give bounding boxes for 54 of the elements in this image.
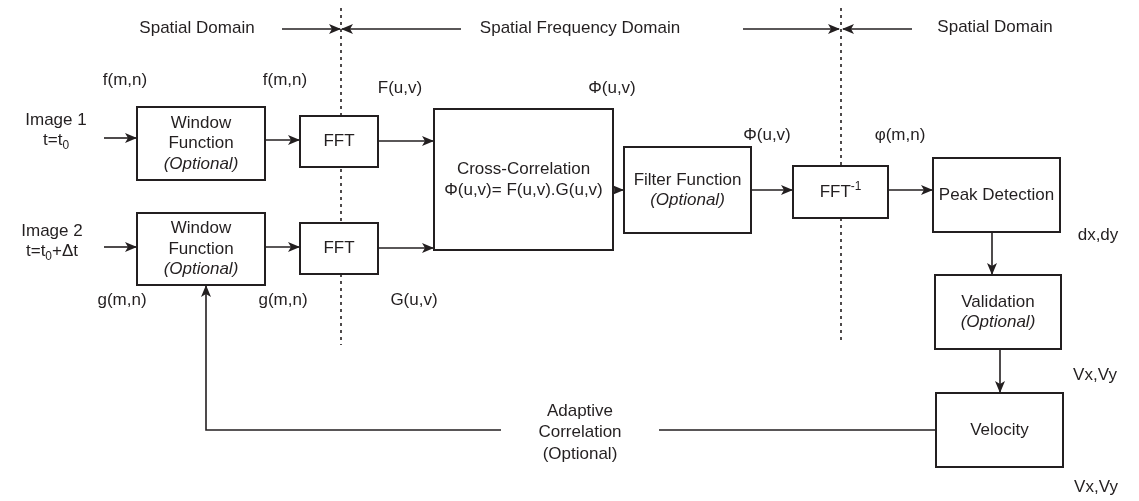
signal-label: G(u,v) bbox=[390, 290, 438, 310]
signal-label: dx,dy bbox=[1077, 225, 1119, 245]
process-box bbox=[299, 222, 379, 275]
signal-label: g(m,n) bbox=[258, 290, 308, 310]
node-text: Peak Detection bbox=[938, 184, 1055, 206]
signal-label: Vx,Vy bbox=[1073, 365, 1117, 385]
node-text: (Optional) bbox=[650, 190, 725, 211]
process-box bbox=[935, 392, 1064, 468]
domain-label: Spatial Domain bbox=[937, 17, 1053, 37]
node-text: FFT bbox=[323, 131, 355, 152]
arrow bbox=[987, 232, 997, 275]
process-box bbox=[623, 146, 752, 234]
arrow bbox=[103, 242, 137, 252]
signal-label: g(m,n) bbox=[97, 290, 147, 310]
node-text: Validation bbox=[961, 291, 1035, 312]
node-text: Window Function bbox=[167, 218, 235, 260]
domain-label: Spatial Frequency Domain bbox=[479, 18, 681, 38]
node-text: Velocity bbox=[970, 419, 1029, 441]
signal-label: φ(m,n) bbox=[874, 125, 926, 145]
arrow bbox=[265, 242, 300, 252]
process-box bbox=[934, 274, 1062, 350]
node-text: Image 2 bbox=[21, 220, 83, 241]
node-text: t=t$_{0}$+Δt bbox=[26, 241, 78, 262]
signal-label: F(u,v) bbox=[377, 78, 423, 98]
node-text: FFT bbox=[323, 238, 355, 259]
arrow bbox=[103, 133, 137, 143]
node-text: (Optional) bbox=[960, 312, 1036, 333]
process-box bbox=[932, 157, 1061, 233]
node-text: FFT$^{-1}$ bbox=[819, 181, 862, 203]
process-box bbox=[136, 212, 266, 286]
domain-label: Spatial Domain bbox=[139, 18, 255, 38]
signal-label: f(m,n) bbox=[102, 70, 148, 90]
signal-label: Vx,Vy bbox=[1074, 477, 1118, 497]
node-text: (Optional) bbox=[163, 259, 239, 280]
process-box bbox=[136, 106, 266, 181]
node-text: (Optional) bbox=[163, 153, 239, 175]
node-text: Cross-Correlation bbox=[456, 159, 591, 180]
arrow bbox=[888, 185, 933, 195]
arrow bbox=[265, 135, 300, 145]
signal-label: f(m,n) bbox=[262, 70, 308, 90]
process-box bbox=[299, 115, 379, 168]
node-text: Φ(u,v)= F(u,v).G(u,v) bbox=[444, 179, 603, 200]
signal-label: Φ(u,v) bbox=[743, 125, 791, 145]
arrow bbox=[378, 136, 434, 146]
process-box bbox=[792, 165, 889, 219]
node-text: t=t$_{0}$ bbox=[43, 130, 69, 151]
arrow bbox=[751, 185, 793, 195]
process-box bbox=[433, 108, 614, 251]
node-text: Window Function bbox=[167, 112, 235, 154]
arrow bbox=[995, 349, 1005, 393]
signal-label: Φ(u,v) bbox=[588, 78, 636, 98]
node-text: Filter Function bbox=[633, 169, 742, 190]
node-text: Image 1 bbox=[25, 109, 87, 130]
arrow bbox=[378, 243, 434, 253]
